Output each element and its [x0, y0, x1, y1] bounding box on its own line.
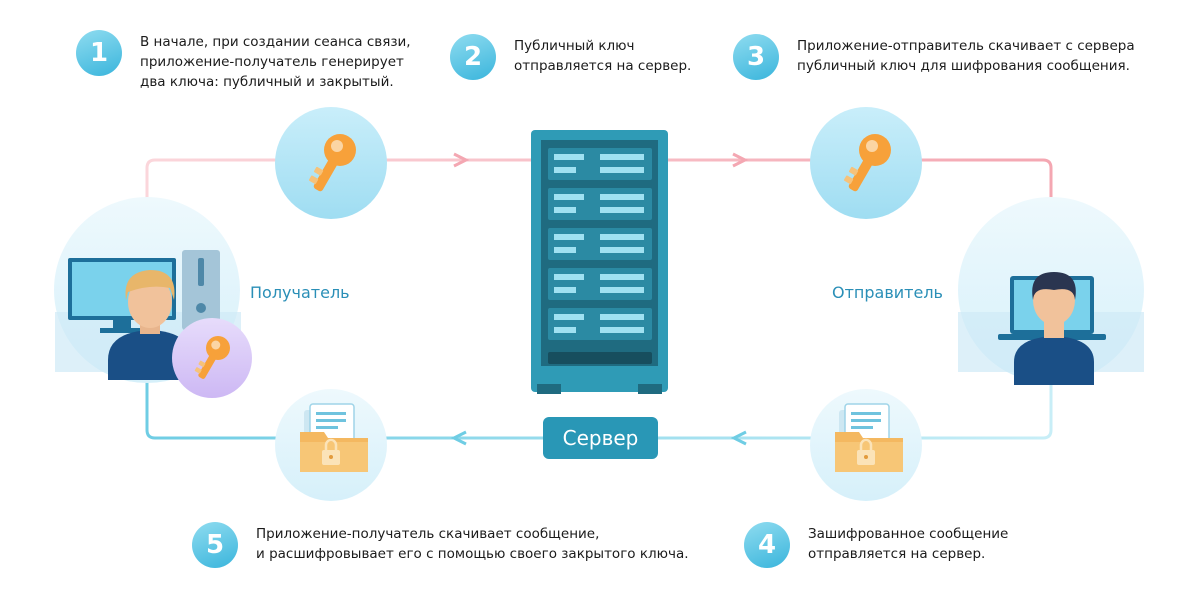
step-number-badge: 1: [76, 30, 122, 76]
encrypted-message-download-icon: [275, 389, 387, 501]
sender-laptop-icon: [958, 197, 1144, 385]
rack-unit: [548, 188, 652, 220]
public-key-upload-icon: [275, 107, 387, 219]
server-label: Сервер: [543, 417, 658, 459]
step-description: В начале, при создании сеанса связи, при…: [140, 34, 411, 90]
step-2: 2 Публичный ключ отправляется на сервер.: [450, 34, 691, 80]
step-number-badge: 4: [744, 522, 790, 568]
step-number-badge: 3: [733, 34, 779, 80]
step-3: 3 Приложение-отправитель скачивает с сер…: [733, 34, 1135, 80]
rack-unit: [548, 148, 652, 180]
encrypted-message-upload-icon: [810, 389, 922, 501]
arrow-right-icon: [732, 152, 749, 168]
step-5: 5 Приложение-получатель скачивает сообще…: [192, 522, 689, 568]
step-description: Зашифрованное сообщение отправляется на …: [808, 526, 1009, 562]
server-rack-icon: [531, 130, 668, 394]
step-number-badge: 2: [450, 34, 496, 80]
arrow-right-icon: [453, 152, 470, 168]
arrow-left-icon: [450, 430, 467, 446]
receiver-label: Получатель: [250, 283, 350, 302]
step-number-badge: 5: [192, 522, 238, 568]
arrow-left-icon: [730, 430, 747, 446]
step-4: 4 Зашифрованное сообщение отправляется н…: [744, 522, 1008, 568]
step-description: Приложение-получатель скачивает сообщени…: [256, 526, 689, 562]
rack-unit: [548, 308, 652, 340]
rack-unit: [548, 228, 652, 260]
step-description: Публичный ключ отправляется на сервер.: [514, 38, 692, 74]
public-key-download-icon: [810, 107, 922, 219]
rack-unit: [548, 268, 652, 300]
step-1: 1 В начале, при создании сеанса связи, п…: [76, 30, 411, 92]
step-description: Приложение-отправитель скачивает с серве…: [797, 38, 1135, 74]
sender-label: Отправитель: [832, 283, 943, 302]
